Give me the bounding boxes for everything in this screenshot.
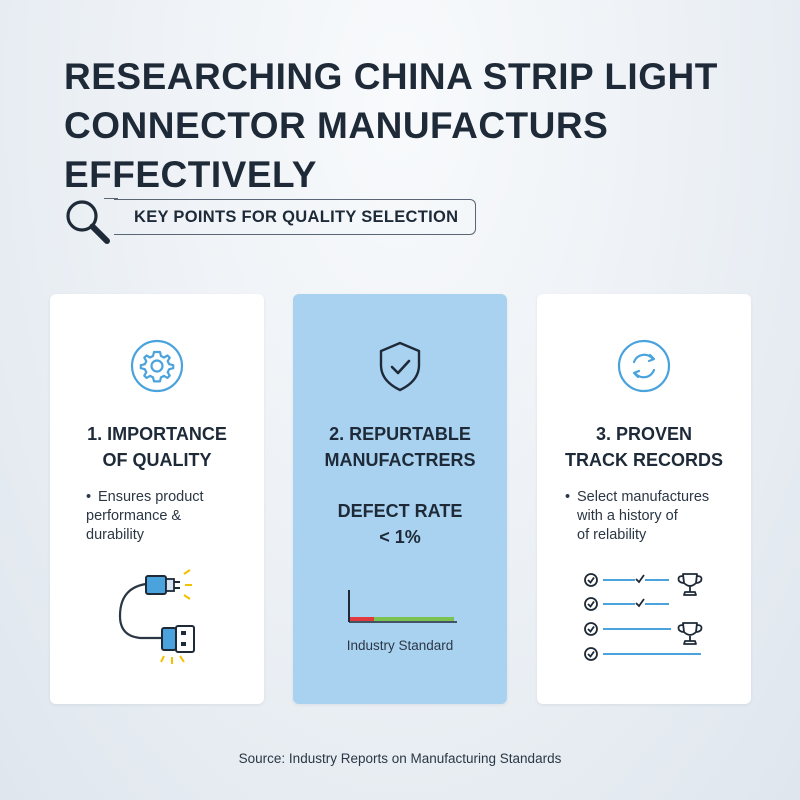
connector-plug-icon [118,569,195,664]
bullet-line: durability [86,527,145,543]
bullet-line: with a history of [577,508,678,524]
card-title-line: OF QUALITY [102,450,212,470]
title-line-2: CONNECTOR MANUFACTURS EFFECTIVELY [64,105,609,195]
metric-label: DEFECT RATE [337,501,463,521]
standard-segment [374,617,454,621]
refresh-circle-icon [617,339,671,393]
key-points-banner: KEY POINTS FOR QUALITY SELECTION [62,194,476,246]
card-title-line: TRACK RECORDS [564,450,723,470]
card-bullet: • Ensures product performance & durabili… [86,488,256,545]
card-title-line: 3. PROVEN [595,424,693,444]
card-bullet: • Select manufactures with a history of … [565,488,745,545]
gear-icon [130,339,184,393]
title-line-1: RESEARCHING CHINA STRIP LIGHT [64,56,718,97]
card-title: 3. PROVEN TRACK RECORDS [537,421,751,473]
shield-check-icon [379,341,421,392]
bullet-line: Select manufactures [577,489,710,505]
track-record-list-icon [584,573,703,661]
card-reputable-manufacturers: 2. REPURTABLE MANUFACTRERS DEFECT RATE <… [293,294,507,704]
card-importance-of-quality: 1. IMPORTANCE OF QUALITY • Ensures produ… [50,294,264,704]
chart-label: Industry Standard [346,638,454,653]
defect-rate-metric: DEFECT RATE < 1% [293,498,507,550]
card-title-line: MANUFACTRERS [324,450,476,470]
defect-segment [350,617,374,621]
card-title: 1. IMPORTANCE OF QUALITY [50,421,264,473]
trophy-icon [677,622,703,645]
card-title-line: 2. REPURTABLE [329,424,471,444]
metric-value: < 1% [379,527,421,547]
card-proven-track-records: 3. PROVEN TRACK RECORDS • Select manufac… [537,294,751,704]
trophy-icon [677,573,703,596]
bullet-dot: • [565,489,571,505]
bullet-line: of relability [577,527,647,543]
card-title: 2. REPURTABLE MANUFACTRERS [293,421,507,473]
source-footnote: Source: Industry Reports on Manufacturin… [238,751,562,766]
page-title: RESEARCHING CHINA STRIP LIGHT CONNECTOR … [64,52,764,199]
bullet-line: performance & [86,508,182,524]
bullet-line: Ensures product [98,489,204,505]
bullet-dot: • [86,489,92,505]
card-title-line: 1. IMPORTANCE [87,424,227,444]
magnifier-icon [66,200,110,244]
key-points-label: KEY POINTS FOR QUALITY SELECTION [104,198,476,235]
industry-standard-bar [348,590,457,623]
